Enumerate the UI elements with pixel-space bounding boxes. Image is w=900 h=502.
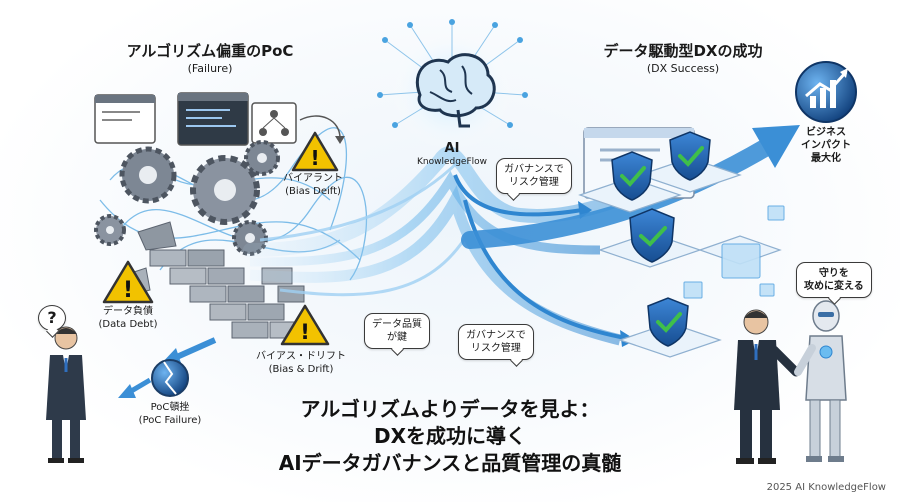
data-debt-label-jp: データ負債 bbox=[103, 306, 153, 317]
business-impact-label: ビジネス インパクト 最大化 bbox=[786, 126, 866, 165]
robot-bubble-line2: 攻めに変える bbox=[804, 281, 864, 292]
right-panel-subtitle: (DX Success) bbox=[646, 62, 720, 75]
growth-arrow bbox=[461, 125, 800, 249]
svg-text:!: ! bbox=[310, 146, 319, 170]
quality-bubble-line2: が鍵 bbox=[387, 332, 407, 343]
question-icon: ? bbox=[38, 305, 66, 331]
bias-drift-label: バイアス・ドリフト (Bias & Drift) bbox=[246, 350, 356, 376]
main-title-line2: DXを成功に導く bbox=[373, 424, 527, 448]
bias-label-jp: バイアラント bbox=[283, 173, 343, 184]
data-debt-label-en: (Data Debt) bbox=[98, 319, 158, 330]
svg-text:!: ! bbox=[300, 320, 310, 344]
governance-bubble-top-line2: リスク管理 bbox=[508, 177, 559, 188]
gear-icon bbox=[94, 140, 280, 256]
shield-check-icon bbox=[629, 208, 675, 263]
warning-icon: ! bbox=[291, 131, 339, 172]
governance-bubble-top: ガバナンスで リスク管理 bbox=[496, 158, 572, 194]
governance-bubble-top-line1: ガバナンスで bbox=[504, 164, 564, 175]
poc-failure-label-en: (PoC Failure) bbox=[138, 415, 202, 426]
robot-icon bbox=[794, 300, 847, 462]
shield-check-icon bbox=[669, 131, 711, 181]
shield-check-icon bbox=[647, 297, 689, 347]
main-title-line3: AIデータガバナンスと品質管理の真髄 bbox=[278, 451, 622, 475]
poc-failure-label: PoC頓挫 (PoC Failure) bbox=[122, 401, 218, 427]
business-impact-line2: インパクト bbox=[801, 140, 851, 151]
business-impact-line1: ビジネス bbox=[806, 127, 846, 138]
code-windows bbox=[94, 92, 297, 146]
brain-icon bbox=[377, 19, 528, 152]
right-panel-title: データ駆動型DXの成功 bbox=[603, 42, 763, 60]
brand-line-2: KnowledgeFlow bbox=[416, 157, 488, 167]
broken-circle-icon bbox=[151, 359, 189, 397]
main-title-line1: アルゴリズムよりデータを見よ： bbox=[300, 397, 600, 421]
confused-businessman bbox=[46, 326, 86, 463]
brand-line-1: AI bbox=[444, 141, 460, 156]
left-panel-subtitle: (Failure) bbox=[187, 62, 233, 75]
quality-bubble-line1: データ品質 bbox=[372, 319, 422, 330]
robot-bubble: 守りを 攻めに変える bbox=[796, 262, 872, 298]
data-cubes bbox=[683, 205, 785, 299]
footer-credit: 2025 AI KnowledgeFlow bbox=[766, 482, 886, 493]
svg-text:!: ! bbox=[123, 278, 133, 303]
governance-bubble-bottom-line1: ガバナンスで bbox=[466, 330, 526, 341]
bias-label-en: (Bias Deift) bbox=[285, 186, 341, 197]
bias-label: バイアラント (Bias Deift) bbox=[268, 172, 358, 198]
robot-bubble-line1: 守りを bbox=[818, 268, 849, 279]
growth-chart-icon bbox=[795, 61, 857, 123]
governance-bubble-bottom: ガバナンスで リスク管理 bbox=[458, 324, 534, 360]
governance-bubble-bottom-line2: リスク管理 bbox=[470, 343, 521, 354]
warning-icon: ! bbox=[102, 260, 154, 304]
bias-drift-label-jp: バイアス・ドリフト bbox=[256, 351, 346, 362]
left-panel-title: アルゴリズム偏重のPoC bbox=[126, 42, 294, 60]
data-debt-label: データ負債 (Data Debt) bbox=[78, 305, 178, 331]
businessman bbox=[734, 309, 801, 464]
quality-bubble: データ品質 が鍵 bbox=[364, 313, 430, 349]
business-impact-line3: 最大化 bbox=[811, 153, 841, 164]
shield-check-icon bbox=[611, 151, 653, 201]
poc-failure-label-jp: PoC頓挫 bbox=[150, 402, 190, 413]
cycle-arrow bbox=[299, 115, 341, 139]
main-title: アルゴリズムよりデータを見よ： DXを成功に導く AIデータガバナンスと品質管理… bbox=[250, 396, 650, 477]
bias-drift-label-en: (Bias & Drift) bbox=[268, 364, 334, 375]
warning-icon: ! bbox=[280, 304, 330, 346]
